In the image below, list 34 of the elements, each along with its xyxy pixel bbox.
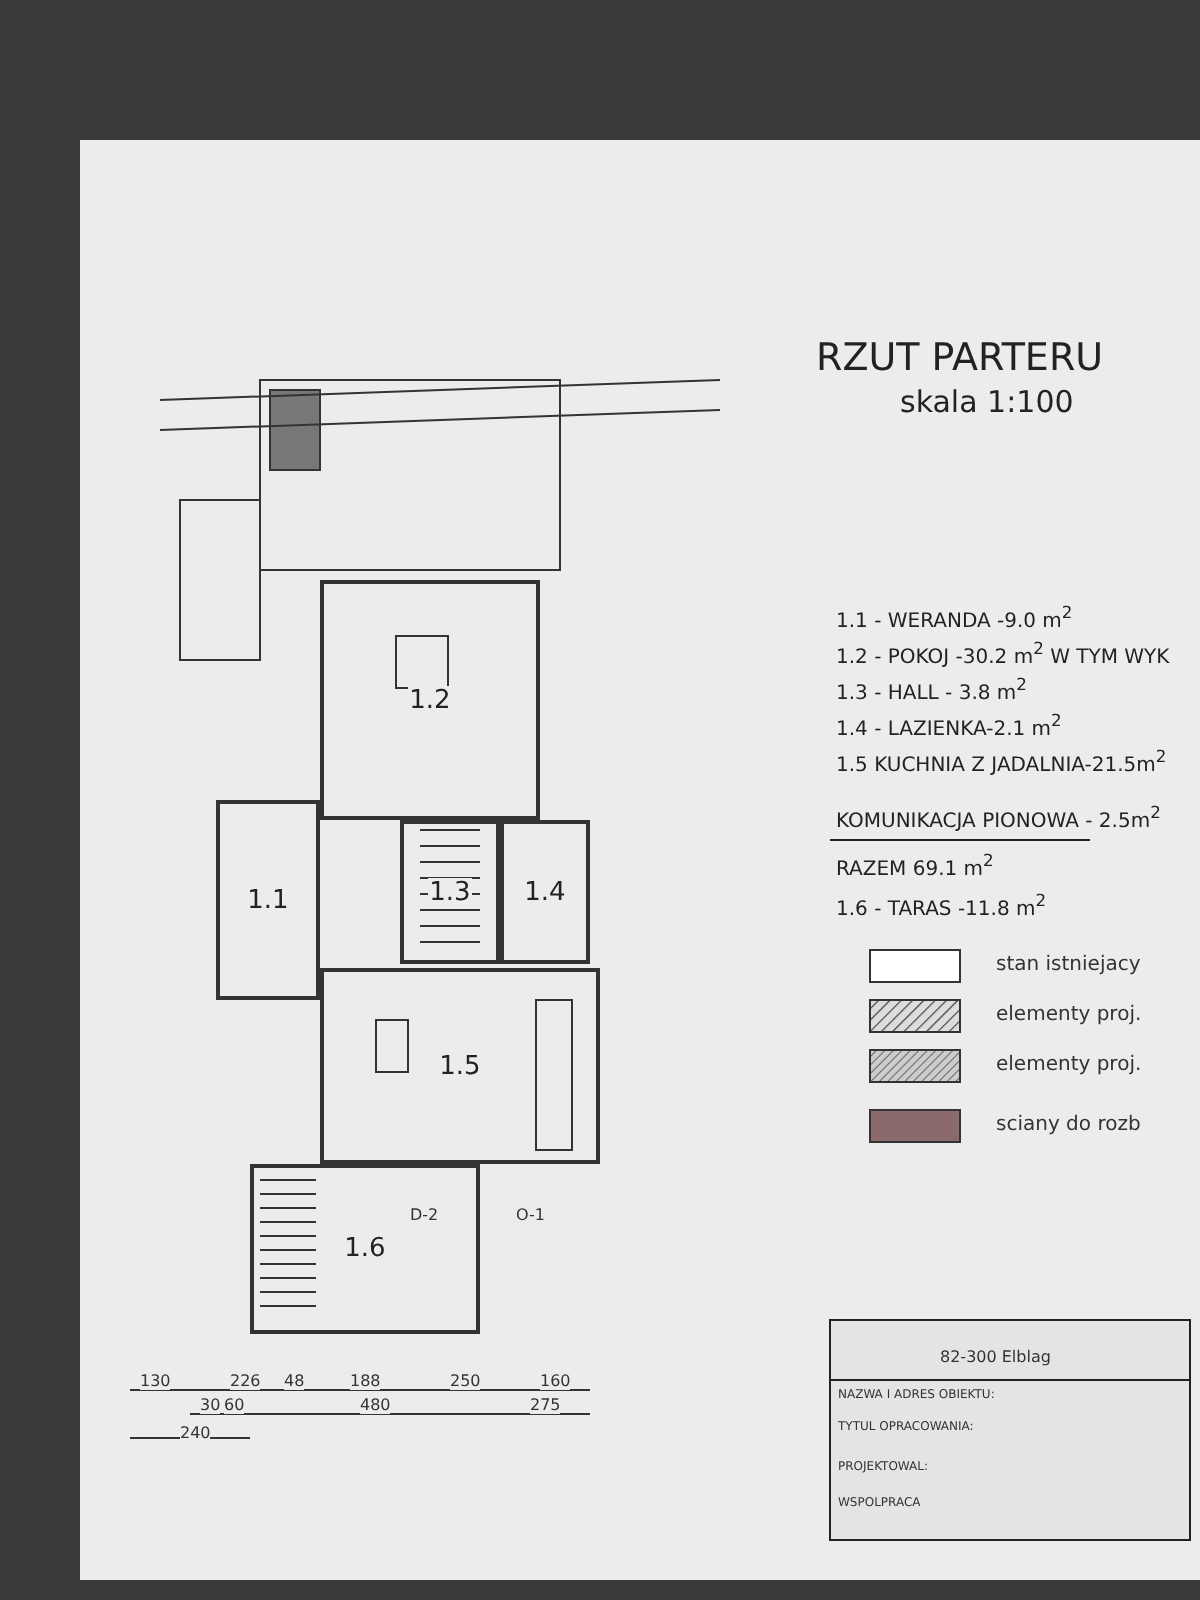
room-outline [500, 820, 590, 964]
legend-label: elementy proj. [996, 1004, 1142, 1026]
room-outline [320, 580, 540, 820]
dimension-label: 160 [540, 1372, 571, 1390]
title-block-text: 82-300 Elblag [940, 1348, 1051, 1366]
room-outline [250, 1164, 480, 1334]
door-mark: D-2 [410, 1206, 439, 1224]
room-area-entry: RAZEM 69.1 m$^{2}$ [836, 848, 996, 883]
room-area-entry: 1.4 - LAZIENKA-2.1 m$^{2}$ [836, 708, 1064, 743]
dimension-label: 48 [284, 1372, 305, 1390]
legend-label: stan istniejacy [996, 954, 1141, 976]
room-area-entry: 1.2 - POKOJ -30.2 m$^{2}$ W TYM WYK [836, 636, 1172, 671]
dimension-label: 130 [140, 1372, 171, 1390]
dimension-label: 250 [450, 1372, 481, 1390]
room-area-entry: 1.3 - HALL - 3.8 m$^{2}$ [836, 672, 1029, 707]
room-area-entry: KOMUNIKACJA PIONOWA - 2.5m$^{2}$ [836, 800, 1163, 835]
dimension-label: 30 [200, 1396, 221, 1414]
legend-label: elementy proj. [996, 1054, 1142, 1076]
room-outline [400, 820, 500, 964]
room-area-entry: 1.5 KUCHNIA Z JADALNIA-21.5m$^{2}$ [836, 744, 1169, 779]
dimension-label: 226 [230, 1372, 261, 1390]
window-mark: O-1 [516, 1206, 545, 1224]
dimension-label: 240 [180, 1424, 211, 1442]
scale-note: skala 1:100 [900, 384, 1074, 420]
legend-label: sciany do rozb [996, 1114, 1141, 1136]
room-outline [216, 800, 320, 1000]
room-area-entry: 1.6 - TARAS -11.8 m$^{2}$ [836, 888, 1049, 923]
room-outline [320, 968, 600, 1164]
title: RZUT PARTERU [816, 336, 1104, 380]
dimension-label: 275 [530, 1396, 561, 1414]
dimension-label: 480 [360, 1396, 391, 1414]
dimension-label: 188 [350, 1372, 381, 1390]
dimension-label: 60 [224, 1396, 245, 1414]
room-area-entry: 1.1 - WERANDA -9.0 m$^{2}$ [836, 600, 1075, 635]
